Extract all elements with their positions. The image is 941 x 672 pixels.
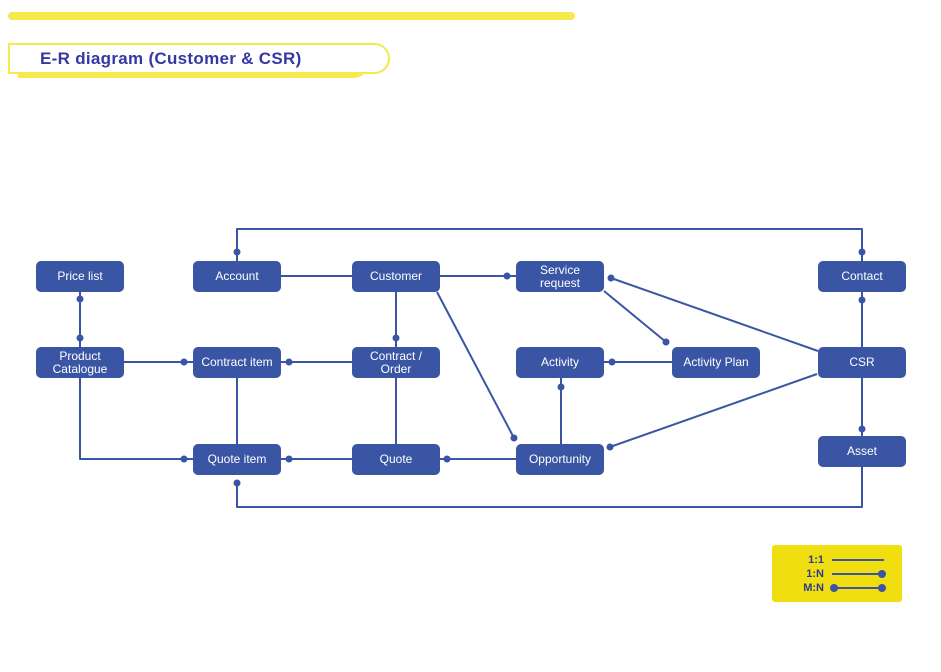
edge-dot (607, 274, 615, 282)
edge-dot (180, 358, 188, 366)
entity-activity-plan: Activity Plan (672, 347, 760, 378)
entity-customer: Customer (352, 261, 440, 292)
page-title: E-R diagram (Customer & CSR) (40, 48, 302, 68)
edge-dot (392, 334, 400, 342)
edge-dot (557, 383, 565, 391)
edge-dot (606, 443, 614, 451)
edge-dot (858, 248, 866, 256)
legend-label: 1:1 (808, 553, 824, 566)
edge-dot (662, 338, 670, 346)
entity-activity: Activity (516, 347, 604, 378)
edge-dot (858, 425, 866, 433)
legend-row-1-n: 1:N (790, 567, 886, 580)
edge-quote-item-asset (236, 467, 863, 508)
entity-contract-item: Contract item (193, 347, 281, 378)
edge-service-request-activity-plan (603, 290, 667, 343)
edge-product-catalogue-quote-item (79, 378, 193, 460)
legend-dot (878, 569, 886, 578)
edge-dot (233, 479, 241, 487)
entity-product-catalogue: Product Catalogue (36, 347, 124, 378)
legend-dot (830, 583, 838, 592)
edge-dot (285, 358, 293, 366)
edge-dot (443, 455, 451, 463)
edge-dot (503, 272, 511, 280)
edge-dot (608, 358, 616, 366)
legend-dot (878, 583, 886, 592)
entity-service-request: Service request (516, 261, 604, 292)
legend-line-sample (832, 568, 886, 580)
edge-dot (858, 296, 866, 304)
entity-asset: Asset (818, 436, 906, 467)
legend-row-m-n: M:N (790, 581, 886, 594)
entity-opportunity: Opportunity (516, 444, 604, 475)
edge-dot (76, 295, 84, 303)
entity-csr: CSR (818, 347, 906, 378)
edge-dot (233, 248, 241, 256)
title-pill: E-R diagram (Customer & CSR) (8, 43, 390, 74)
legend-row-1-1: 1:1 (790, 554, 884, 566)
entity-price-list: Price list (36, 261, 124, 292)
entity-contact: Contact (818, 261, 906, 292)
edge-dot (285, 455, 293, 463)
edge-account-contact (236, 228, 863, 261)
legend-line-sample (830, 582, 886, 594)
legend-label: 1:N (806, 567, 824, 580)
legend-label: M:N (803, 581, 824, 594)
edge-dot (180, 455, 188, 463)
top-accent-bar (8, 12, 575, 20)
edge-customer-opportunity (436, 291, 515, 439)
entity-account: Account (193, 261, 281, 292)
entity-quote-item: Quote item (193, 444, 281, 475)
edge-dot (510, 434, 518, 442)
edge-dot (76, 334, 84, 342)
edge-service-request-csr (610, 277, 819, 352)
legend-line-sample (832, 554, 884, 566)
entity-quote: Quote (352, 444, 440, 475)
edge-opportunity-csr (609, 373, 818, 448)
entity-contract-order: Contract / Order (352, 347, 440, 378)
